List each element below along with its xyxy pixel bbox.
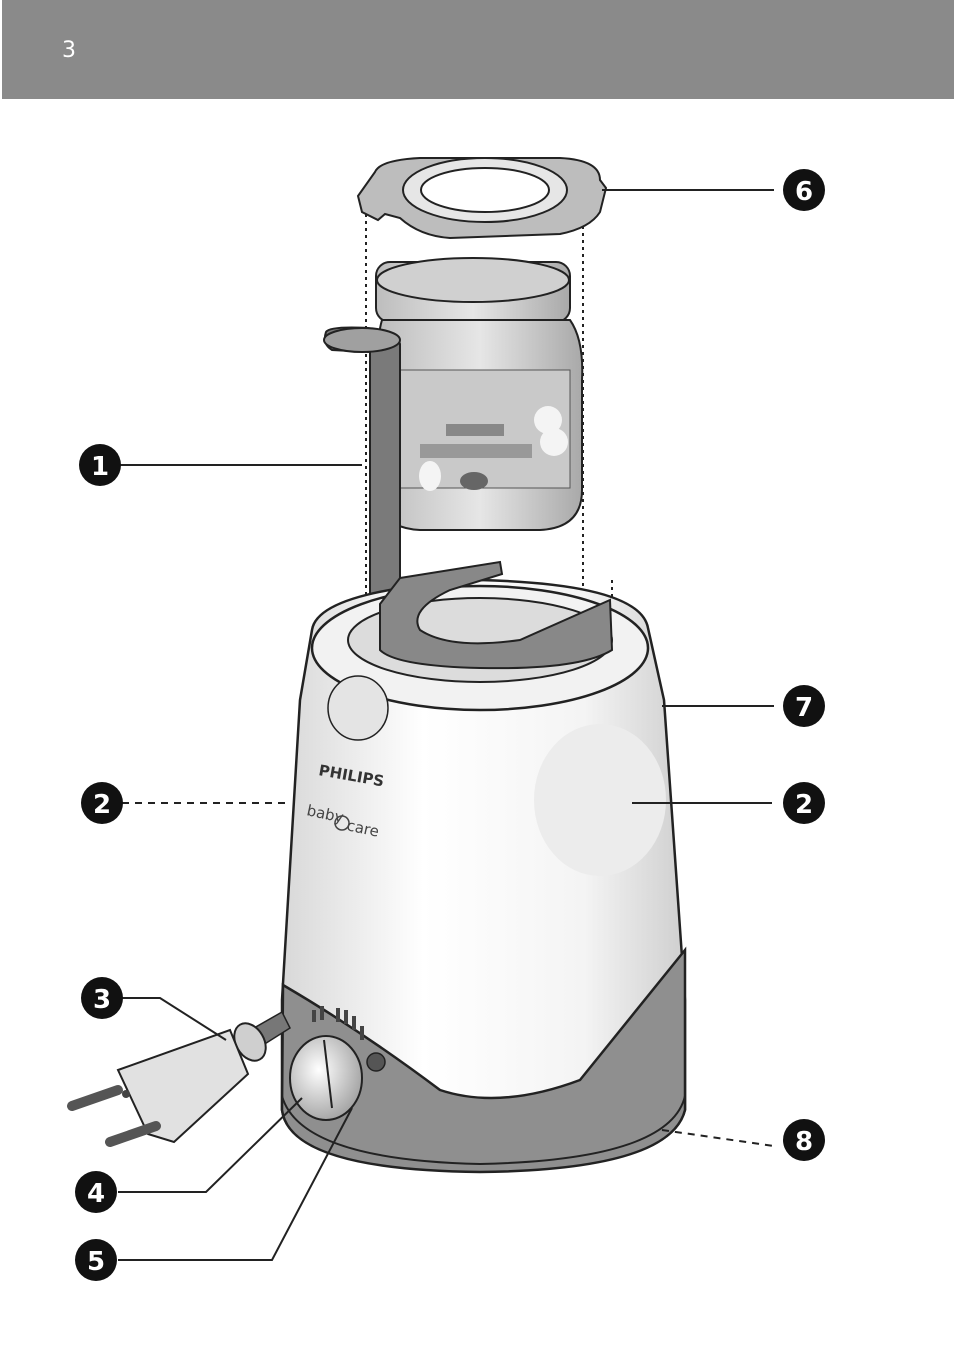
callout-5: 5 [75,1239,117,1281]
food-jar [376,258,582,530]
callout-2-right: 2 [783,782,825,824]
callout-2-left: 2 [81,782,123,824]
callout-5-label: 5 [87,1247,105,1277]
callout-8-label: 8 [795,1127,813,1157]
callout-2-left-label: 2 [93,790,111,820]
callout-6: 6 [783,169,825,211]
callout-1: 1 [79,444,121,486]
indicator-light [367,1053,385,1071]
callout-8: 8 [783,1119,825,1161]
callout-2-right-label: 2 [795,790,813,820]
callout-3-label: 3 [93,985,111,1015]
callout-1-label: 1 [91,452,109,482]
callout-3: 3 [81,977,123,1019]
callout-6-label: 6 [795,177,813,207]
temperature-dial[interactable] [290,1036,362,1120]
callout-4-label: 4 [87,1179,105,1209]
basket-lid [358,158,606,238]
callout-7: 7 [783,685,825,727]
callout-7-label: 7 [795,693,813,723]
power-plug [72,1012,290,1142]
callout-4: 4 [75,1171,117,1213]
